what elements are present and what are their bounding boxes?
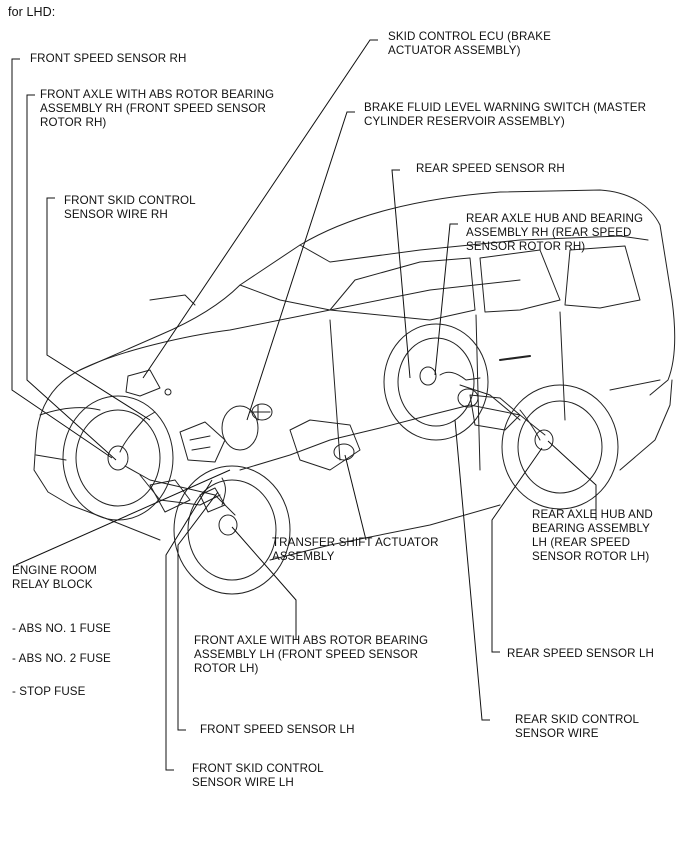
diagram-header: for LHD: — [8, 5, 56, 19]
label-front-axle-rh: FRONT AXLE WITH ABS ROTOR BEARING ASSEMB… — [40, 88, 275, 129]
label-rear-speed-sensor-lh: REAR SPEED SENSOR LH — [507, 647, 654, 660]
label-rear-axle-hub-lh: REAR AXLE HUB AND BEARING ASSEMBLY LH (R… — [532, 508, 653, 563]
label-skid-control-ecu: SKID CONTROL ECU (BRAKE ACTUATOR ASSEMBL… — [388, 30, 551, 57]
label-rear-skid-wire: REAR SKID CONTROL SENSOR WIRE — [515, 713, 640, 740]
fuse-stop: - STOP FUSE — [12, 685, 86, 698]
label-engine-room-relay: ENGINE ROOM RELAY BLOCK — [12, 564, 97, 591]
front-right-wheel — [62, 395, 174, 521]
label-rear-speed-sensor-rh: REAR SPEED SENSOR RH — [416, 162, 565, 175]
label-transfer-shift: TRANSFER SHIFT ACTUATOR ASSEMBLY — [272, 536, 439, 563]
label-brake-fluid-switch: BRAKE FLUID LEVEL WARNING SWITCH (MASTER… — [364, 101, 647, 128]
vehicle-body — [33, 189, 676, 561]
sensor-wires — [119, 371, 541, 506]
label-front-skid-wire-lh: FRONT SKID CONTROL SENSOR WIRE LH — [192, 762, 324, 789]
leader-lines — [11, 39, 597, 771]
label-front-axle-lh: FRONT AXLE WITH ABS ROTOR BEARING ASSEMB… — [194, 634, 429, 675]
engine-relay-box — [179, 421, 226, 463]
front-left-wheel — [173, 465, 291, 595]
label-front-speed-sensor-rh: FRONT SPEED SENSOR RH — [30, 52, 187, 65]
brake-booster — [221, 403, 273, 451]
fuse-abs-no2: - ABS NO. 2 FUSE — [12, 652, 111, 665]
label-front-speed-sensor-lh: FRONT SPEED SENSOR LH — [200, 723, 355, 736]
fuse-abs-no1: - ABS NO. 1 FUSE — [12, 622, 111, 635]
skid-control-ecu-part — [125, 369, 172, 397]
rear-right-wheel — [383, 323, 489, 441]
label-front-skid-wire-rh: FRONT SKID CONTROL SENSOR WIRE RH — [64, 194, 196, 221]
drivetrain — [124, 384, 546, 516]
label-rear-axle-hub-rh: REAR AXLE HUB AND BEARING ASSEMBLY RH (R… — [466, 212, 644, 253]
rear-left-wheel — [501, 384, 619, 510]
